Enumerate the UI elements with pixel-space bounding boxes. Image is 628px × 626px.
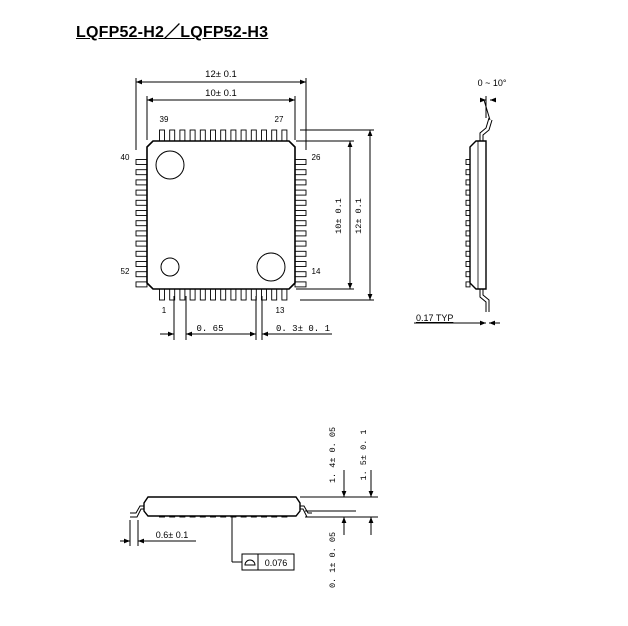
pin-lead	[294, 261, 307, 267]
pins-top-side	[159, 129, 288, 142]
pin-lead	[281, 129, 288, 142]
pin-14-label: 14	[312, 267, 321, 276]
pin-lead	[135, 210, 148, 216]
pin-lead	[210, 129, 216, 142]
flatness-frame	[241, 553, 295, 571]
pin-lead	[220, 288, 227, 301]
lead-thickness-label: 0.17 TYP	[416, 313, 453, 323]
pin-lead	[240, 129, 247, 142]
side-lead-stub	[465, 281, 471, 288]
pin-lead	[294, 230, 307, 237]
total-height-label: 1. 5± 0. 1	[359, 429, 369, 480]
ejector-mark	[256, 252, 286, 282]
pin-lead	[240, 288, 247, 301]
pin-lead	[135, 230, 148, 237]
standoff-label: 0. 1± 0. 05	[328, 532, 338, 588]
pin-lead	[135, 240, 148, 247]
pin-lead	[294, 210, 307, 216]
foot-length-label: 0.6± 0.1	[156, 530, 188, 540]
pin-lead	[271, 288, 278, 301]
top-view	[135, 78, 374, 340]
pin1-marker-large	[155, 150, 185, 180]
pin-lead	[159, 288, 165, 301]
pin-lead	[135, 281, 148, 288]
angle-label: 0 ~ 10°	[478, 78, 507, 88]
pin-lead	[294, 169, 307, 176]
pin-lead	[250, 129, 257, 142]
body-height-label: 1. 4± 0. 05	[328, 427, 338, 483]
pin-lead	[169, 129, 176, 142]
pin-lead	[135, 189, 148, 196]
pin-lead	[135, 159, 148, 165]
lead-width-label: 0. 3± 0. 1	[276, 324, 330, 334]
pin-lead	[261, 129, 267, 142]
pin-lead	[135, 169, 148, 176]
pin-lead	[294, 220, 307, 227]
pin-lead	[230, 288, 237, 301]
pin-lead	[294, 250, 307, 257]
pin-lead	[271, 129, 278, 142]
pin-lead	[294, 179, 307, 186]
pin-lead	[210, 288, 216, 301]
pin-lead	[220, 129, 227, 142]
pin-1-label: 1	[162, 306, 167, 315]
dim-10-label: 10± 0.1	[205, 88, 237, 99]
pin-lead	[199, 129, 206, 142]
pin-lead	[294, 240, 307, 247]
pin-lead	[294, 281, 307, 288]
dim-12-label: 12± 0.1	[205, 69, 237, 80]
side-view	[414, 96, 500, 326]
pin-lead	[159, 129, 165, 142]
pin-lead	[135, 271, 148, 278]
pins-left-side	[135, 159, 148, 288]
pin-lead	[189, 288, 196, 301]
pin-lead	[281, 288, 288, 301]
pin-lead	[230, 129, 237, 142]
pin-39-label: 39	[160, 115, 169, 124]
pin-lead	[179, 288, 186, 301]
pin-26-label: 26	[312, 153, 321, 162]
pin-lead	[294, 189, 307, 196]
pin1-marker-small	[160, 257, 180, 277]
front-view	[120, 470, 378, 571]
side-lead-top	[479, 117, 490, 141]
pin-lead	[294, 271, 307, 278]
package-title: LQFP52-H2／LQFP52-H3	[76, 24, 269, 41]
pin-lead	[135, 220, 148, 227]
pin-40-label: 40	[121, 153, 130, 162]
pin-lead	[135, 250, 148, 257]
pitch-label: 0. 65	[196, 324, 223, 334]
pin-lead	[199, 288, 206, 301]
pin-lead	[135, 179, 148, 186]
pin-13-label: 13	[276, 306, 285, 315]
pins-bottom-side	[159, 288, 288, 301]
flatness-value: 0.076	[265, 558, 288, 568]
flatness-icon	[244, 559, 256, 566]
side-lead-bottom	[479, 289, 487, 312]
front-body	[143, 496, 301, 517]
pins-right-side	[294, 159, 307, 288]
pin-lead	[294, 159, 307, 165]
pin-lead	[179, 129, 186, 142]
dim-10-vertical-label: 10± 0.1	[334, 198, 344, 234]
pin-lead	[189, 129, 196, 142]
pin-lead	[294, 199, 307, 206]
pin-lead	[135, 261, 148, 267]
dim-12-vertical-label: 12± 0.1	[354, 198, 364, 234]
pin-52-label: 52	[121, 267, 130, 276]
pin-27-label: 27	[275, 115, 284, 124]
pin-lead	[135, 199, 148, 206]
package-body	[146, 140, 296, 290]
